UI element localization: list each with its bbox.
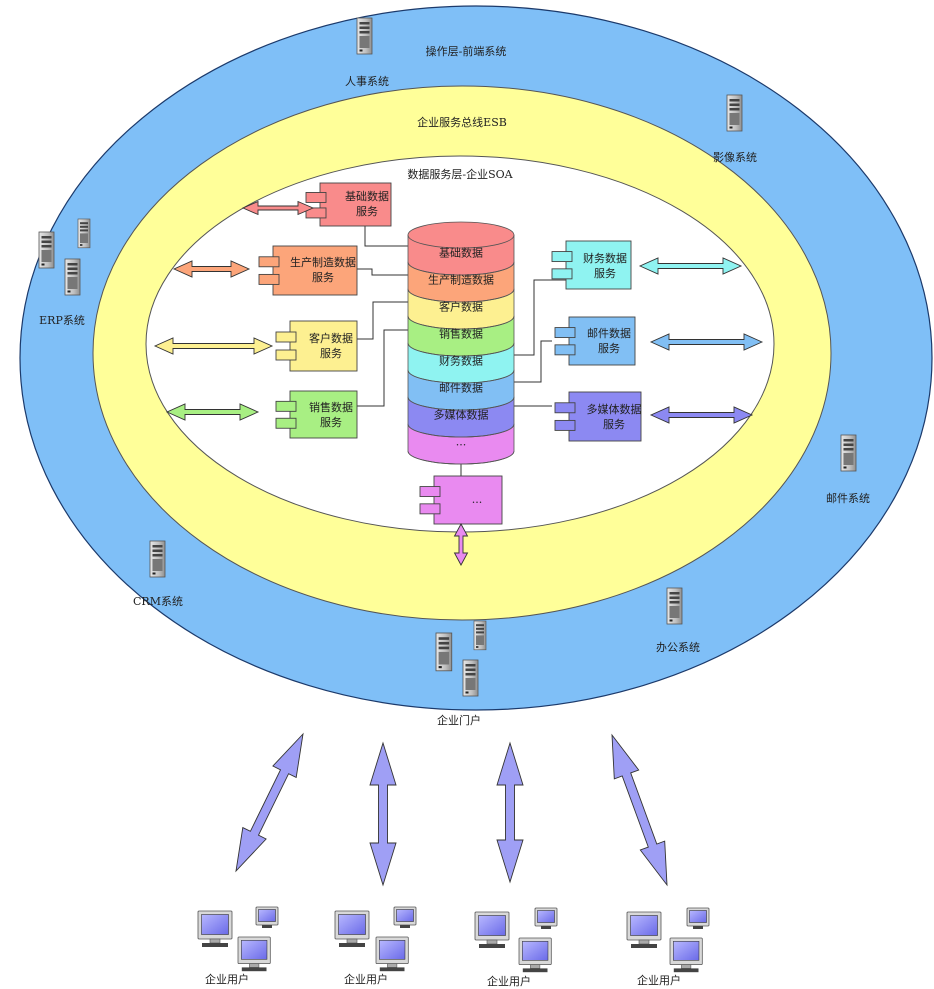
multimedia-data-service-label-2: 服务 <box>603 418 625 431</box>
user-arrow-3 <box>496 741 524 884</box>
customer-data-arrow <box>153 337 274 355</box>
db-segment-label: 销售数据 <box>439 327 483 341</box>
other-data-service-label: ... <box>472 493 483 506</box>
db-segment-label: 客户数据 <box>439 300 483 314</box>
office-system-label: 办公系统 <box>656 641 700 654</box>
sales-data-service-label-2: 服务 <box>320 416 342 429</box>
portal-label: 企业门户 <box>437 713 481 727</box>
user-label-2: 企业用户 <box>344 972 388 986</box>
production-data-service[interactable] <box>258 245 358 296</box>
user-group-3[interactable] <box>474 907 558 973</box>
production-data-arrow <box>172 260 251 278</box>
customer-data-service-label-2: 服务 <box>320 347 342 360</box>
mail-system-label: 邮件系统 <box>826 492 870 505</box>
operations-layer-title: 操作层-前端系统 <box>426 44 507 58</box>
user-label-4: 企业用户 <box>637 973 681 987</box>
user-label-3: 企业用户 <box>487 974 531 988</box>
crm-system-label: CRM系统 <box>133 595 183 608</box>
imaging-system-label: 影像系统 <box>713 151 757 164</box>
mail-data-service-label-2: 服务 <box>598 342 620 355</box>
multimedia-data-service[interactable] <box>554 391 642 442</box>
production-data-service-label-1: 生产制造数据 <box>290 255 356 269</box>
user-arrow-1 <box>235 732 304 873</box>
production-data-service-label-2: 服务 <box>312 271 334 284</box>
mail-data-arrow <box>649 333 764 351</box>
service-connectors <box>357 226 566 476</box>
hr-server-icon[interactable] <box>356 17 373 55</box>
soa-layer-title: 数据服务层-企业SOA <box>407 167 513 181</box>
base-data-arrow <box>241 200 315 216</box>
multimedia-data-service-label-1: 多媒体数据 <box>587 402 642 416</box>
finance-data-service[interactable] <box>551 240 632 290</box>
db-segment-label: 多媒体数据 <box>434 408 489 422</box>
user-arrow-4 <box>611 733 668 887</box>
user-group-1[interactable] <box>197 906 279 972</box>
other-data-arrow <box>453 523 469 566</box>
customer-data-service-label-1: 客户数据 <box>309 331 353 345</box>
esb-layer-title: 企业服务总线ESB <box>417 115 507 129</box>
db-segment-label: 财务数据 <box>439 354 483 368</box>
db-segment-label: ... <box>456 436 467 449</box>
mail-server-icon[interactable] <box>840 434 857 472</box>
sales-data-service-label-1: 销售数据 <box>309 400 353 414</box>
base-data-service[interactable] <box>305 182 392 227</box>
sales-data-service[interactable] <box>275 390 358 439</box>
mail-data-service[interactable] <box>554 316 636 366</box>
db-segment-label: 邮件数据 <box>439 381 483 395</box>
base-data-service-label-2: 服务 <box>356 205 378 218</box>
finance-data-service-label-1: 财务数据 <box>583 251 627 265</box>
database-cylinder: 基础数据生产制造数据客户数据销售数据财务数据邮件数据多媒体数据... <box>407 221 515 465</box>
sales-data-arrow <box>165 403 260 421</box>
db-segment-label: 基础数据 <box>439 246 483 260</box>
user-arrow-2 <box>369 741 397 887</box>
office-server-icon[interactable] <box>666 587 683 625</box>
db-top <box>407 221 515 249</box>
multimedia-data-arrow <box>649 406 754 424</box>
mail-data-service-label-1: 邮件数据 <box>587 326 631 340</box>
user-group-4[interactable] <box>626 907 710 973</box>
other-data-service[interactable] <box>419 475 503 525</box>
base-data-service-label-1: 基础数据 <box>345 189 389 203</box>
customer-data-service[interactable] <box>275 320 358 372</box>
hr-system-label: 人事系统 <box>345 75 389 88</box>
imaging-server-icon[interactable] <box>726 94 743 132</box>
user-label-1: 企业用户 <box>205 972 249 986</box>
user-group-2[interactable] <box>334 906 417 972</box>
finance-data-arrow <box>638 257 743 275</box>
erp-system-label: ERP系统 <box>39 314 85 327</box>
finance-data-service-label-2: 服务 <box>594 267 616 280</box>
db-segment-label: 生产制造数据 <box>428 273 494 287</box>
crm-server-icon[interactable] <box>149 540 166 578</box>
